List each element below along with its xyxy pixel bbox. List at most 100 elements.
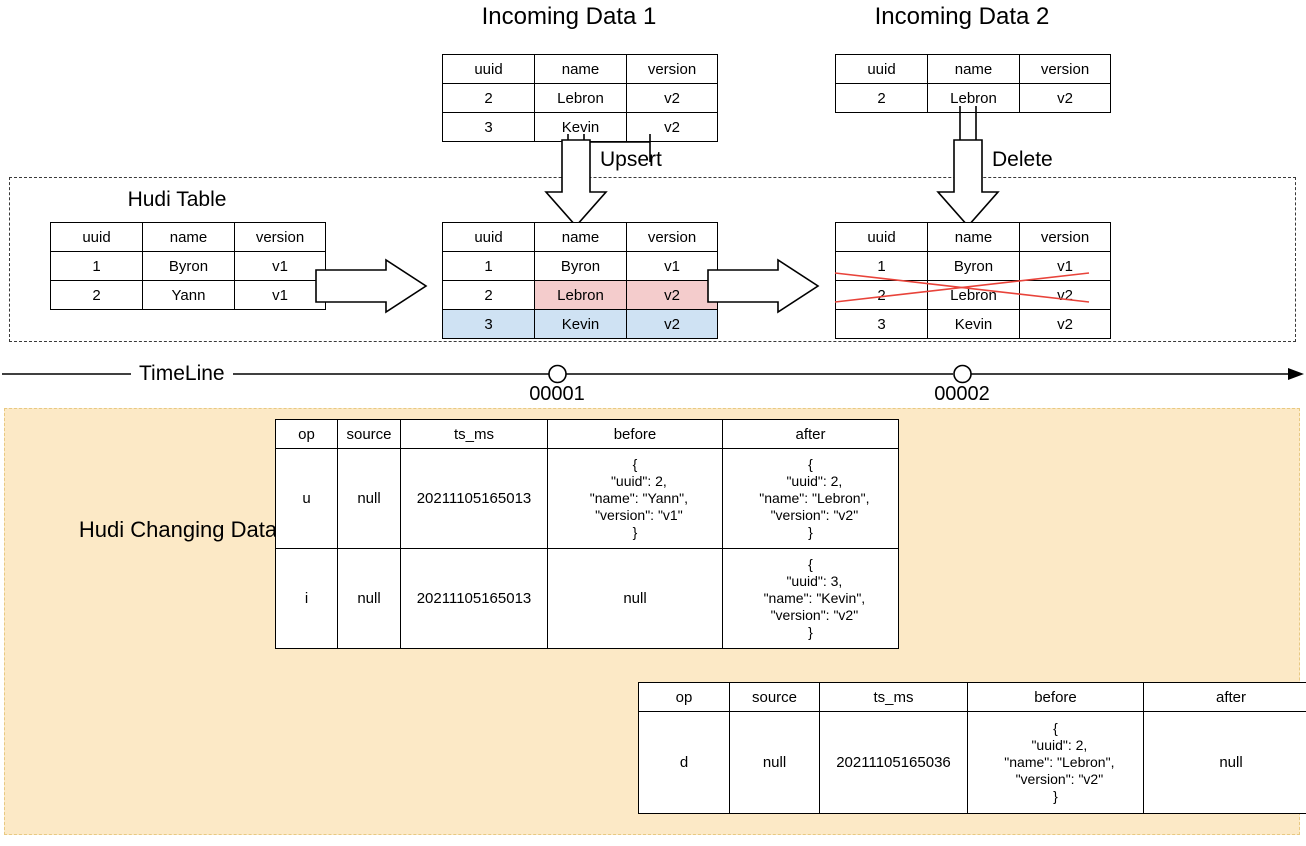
timeline-marker-label-00001: 00001 <box>529 383 585 405</box>
cell-version: v1 <box>234 251 326 281</box>
table-row: 3 Kevin v2 <box>835 309 1111 339</box>
cdc-table-commit-1: op source ts_ms before after u null 2021… <box>275 419 899 649</box>
delete-connector <box>936 106 1000 228</box>
cell-uuid: 2 <box>442 280 535 310</box>
hudi-table-label: Hudi Table <box>127 188 227 211</box>
table-header-row: uuid name version <box>442 222 718 252</box>
table-row: 2 Lebron v2 <box>442 83 718 113</box>
table-row: 2 Yann v1 <box>50 280 326 310</box>
incoming-data-2-table: uuid name version 2 Lebron v2 <box>835 54 1111 113</box>
column-header-ts-ms: ts_ms <box>400 419 548 449</box>
cell-uuid: 1 <box>50 251 143 281</box>
cell-op: d <box>638 711 730 814</box>
table-header-row: uuid name version <box>835 222 1111 252</box>
hudi-after-delete-table: uuid name version 1 Byron v1 2 Lebron v2… <box>835 222 1111 339</box>
cell-version: v1 <box>626 251 718 281</box>
cell-uuid: 2 <box>442 83 535 113</box>
column-header-version: version <box>1019 222 1111 252</box>
cell-uuid: 2 <box>50 280 143 310</box>
hudi-changing-data-label: Hudi Changing Data <box>78 517 278 542</box>
column-header-before: before <box>967 682 1144 712</box>
column-header-version: version <box>234 222 326 252</box>
cell-name: Lebron <box>534 280 627 310</box>
cell-version: v2 <box>1019 83 1111 113</box>
cell-name: Byron <box>142 251 235 281</box>
column-header-after: after <box>1143 682 1306 712</box>
cell-uuid: 2 <box>835 280 928 310</box>
cell-source: null <box>337 548 401 649</box>
column-header-uuid: uuid <box>442 222 535 252</box>
cell-before: { "uuid": 2, "name": "Lebron", "version"… <box>967 711 1144 814</box>
table-header-row: uuid name version <box>50 222 326 252</box>
timeline-label: TimeLine <box>139 362 225 385</box>
cell-name: Lebron <box>927 83 1020 113</box>
hudi-initial-table: uuid name version 1 Byron v1 2 Yann v1 <box>50 222 326 310</box>
cell-uuid: 2 <box>835 83 928 113</box>
table-row: 3 Kevin v2 <box>442 112 718 142</box>
cell-ts-ms: 20211105165013 <box>400 548 548 649</box>
cell-op: i <box>275 548 338 649</box>
column-header-op: op <box>275 419 338 449</box>
column-header-uuid: uuid <box>835 54 928 84</box>
incoming-data-1-title: Incoming Data 1 <box>481 3 657 30</box>
cell-ts-ms: 20211105165013 <box>400 448 548 549</box>
cell-uuid: 3 <box>442 112 535 142</box>
table-row: d null 20211105165036 { "uuid": 2, "name… <box>638 711 1306 814</box>
column-header-before: before <box>547 419 723 449</box>
cell-name: Kevin <box>534 112 627 142</box>
table-row: 1 Byron v1 <box>835 251 1111 281</box>
column-header-version: version <box>626 54 718 84</box>
timeline-marker-00002 <box>953 364 972 384</box>
column-header-version: version <box>1019 54 1111 84</box>
cell-before: null <box>547 548 723 649</box>
cell-name: Yann <box>142 280 235 310</box>
transition-arrow-1-icon <box>315 258 428 314</box>
cell-version: v1 <box>234 280 326 310</box>
cell-uuid: 1 <box>442 251 535 281</box>
column-header-uuid: uuid <box>835 222 928 252</box>
cell-after: { "uuid": 3, "name": "Kevin", "version":… <box>722 548 899 649</box>
table-row: 1 Byron v1 <box>442 251 718 281</box>
column-header-name: name <box>927 54 1020 84</box>
column-header-uuid: uuid <box>50 222 143 252</box>
cell-uuid: 3 <box>442 309 535 339</box>
cell-name: Lebron <box>534 83 627 113</box>
upsert-label: Upsert <box>600 148 662 171</box>
cell-uuid: 1 <box>835 251 928 281</box>
hudi-after-upsert-table: uuid name version 1 Byron v1 2 Lebron v2… <box>442 222 718 339</box>
incoming-data-1-table: uuid name version 2 Lebron v2 3 Kevin v2 <box>442 54 718 142</box>
table-header-row: uuid name version <box>442 54 718 84</box>
timeline-marker-00001 <box>548 364 567 384</box>
cdc-table-commit-2: op source ts_ms before after d null 2021… <box>638 682 1306 814</box>
cell-version: v2 <box>1019 309 1111 339</box>
cell-uuid: 3 <box>835 309 928 339</box>
table-row: 1 Byron v1 <box>50 251 326 281</box>
deleted-row-strikethrough-icon <box>834 272 1090 303</box>
delete-label: Delete <box>992 148 1053 171</box>
cell-op: u <box>275 448 338 549</box>
cell-version: v2 <box>626 309 718 339</box>
column-header-name: name <box>534 222 627 252</box>
cell-after: null <box>1143 711 1306 814</box>
table-row-inserted: 3 Kevin v2 <box>442 309 718 339</box>
column-header-op: op <box>638 682 730 712</box>
column-header-name: name <box>927 222 1020 252</box>
cell-version: v2 <box>626 280 718 310</box>
cell-ts-ms: 20211105165036 <box>819 711 968 814</box>
column-header-ts-ms: ts_ms <box>819 682 968 712</box>
cell-name: Kevin <box>534 309 627 339</box>
column-header-uuid: uuid <box>442 54 535 84</box>
hudi-table-region <box>9 177 1296 342</box>
column-header-name: name <box>534 54 627 84</box>
column-header-source: source <box>337 419 401 449</box>
table-row: 2 Lebron v2 <box>835 83 1111 113</box>
cell-version: v2 <box>626 112 718 142</box>
table-row: i null 20211105165013 null { "uuid": 3, … <box>275 548 899 649</box>
cell-source: null <box>337 448 401 549</box>
table-header-row: uuid name version <box>835 54 1111 84</box>
cell-version: v2 <box>626 83 718 113</box>
cell-after: { "uuid": 2, "name": "Lebron", "version"… <box>722 448 899 549</box>
table-row: u null 20211105165013 { "uuid": 2, "name… <box>275 448 899 549</box>
table-row-updated: 2 Lebron v2 <box>442 280 718 310</box>
column-header-after: after <box>722 419 899 449</box>
